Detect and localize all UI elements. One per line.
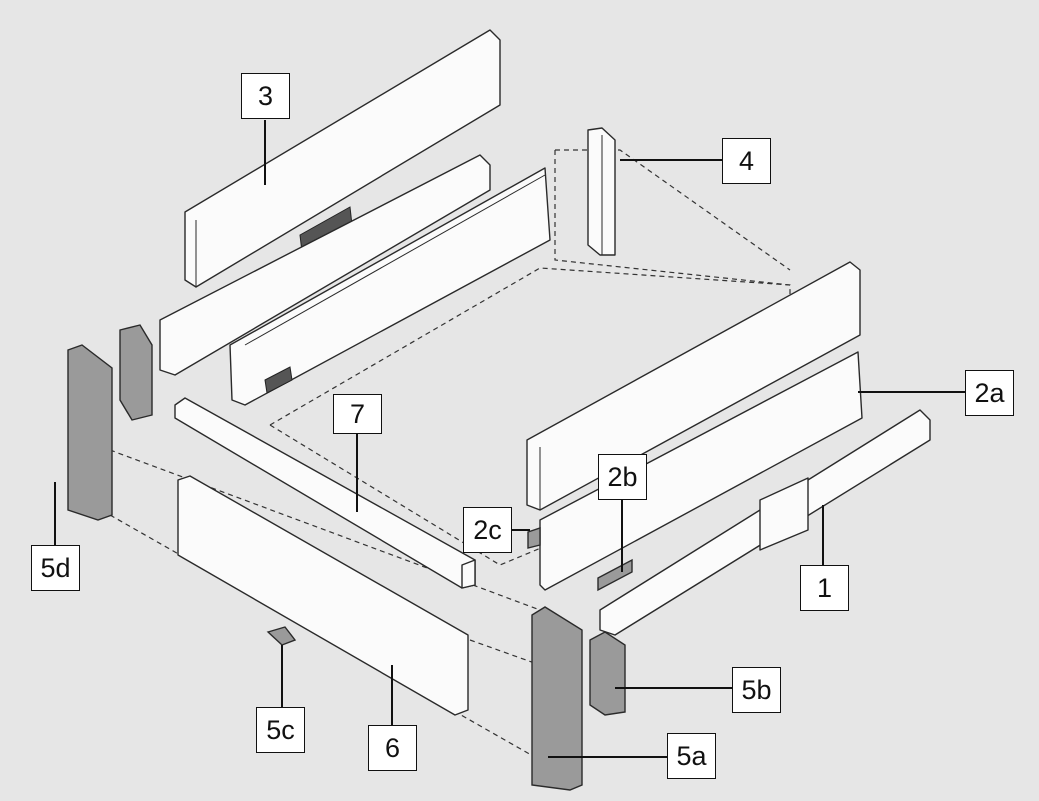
callout-5c: 5c: [256, 707, 305, 753]
left-drawer-side-profile: [159, 154, 551, 406]
leader-lines: [54, 120, 965, 758]
callout-5a: 5a: [667, 733, 716, 779]
callout-7: 7: [333, 394, 382, 434]
callout-6: 6: [368, 725, 417, 771]
part-6-front-panel: [177, 475, 469, 716]
part-2c-clip: [527, 527, 541, 549]
callout-3: 3: [241, 73, 290, 119]
callout-2b: 2b: [598, 454, 647, 500]
callout-4: 4: [722, 138, 771, 184]
part-7-rail: [174, 397, 476, 589]
part-4-back-bracket: [587, 127, 616, 256]
part-5b-front-fixing: [589, 631, 626, 716]
part-5d-back-fixing: [67, 324, 153, 521]
callout-5d: 5d: [31, 545, 80, 591]
callout-1: 1: [800, 565, 849, 611]
part-2a-side-profile: [539, 351, 863, 592]
callout-5b: 5b: [732, 667, 781, 713]
right-side-wall: [526, 261, 861, 511]
part-5a-front-fixing: [531, 606, 583, 791]
callout-2c: 2c: [463, 507, 512, 553]
part-5c-clip: [266, 626, 297, 646]
part-1-runner: [599, 409, 931, 636]
callout-2a: 2a: [965, 370, 1014, 416]
